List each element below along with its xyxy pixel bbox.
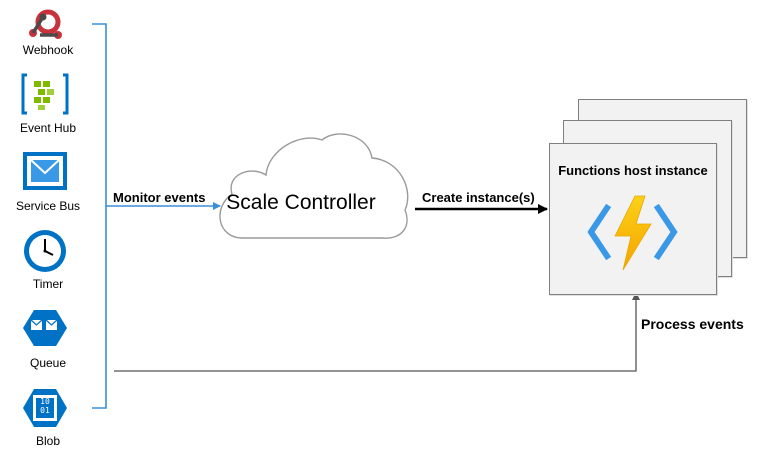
process-events-label: Process events [641, 316, 744, 332]
sources-bracket [92, 23, 107, 409]
blob-icon-digits-top: 10 [40, 397, 50, 406]
source-label-event-hub: Event Hub [19, 121, 77, 135]
blob-icon-digits-bottom: 01 [40, 406, 50, 415]
monitor-events-label: Monitor events [113, 190, 206, 205]
service-bus-icon [23, 152, 67, 190]
source-label-queue: Queue [29, 356, 67, 370]
process-events-arrow [114, 292, 640, 372]
source-label-blob: Blob [35, 434, 61, 448]
timer-icon [24, 230, 66, 272]
host-instance-title: Functions host instance [558, 163, 708, 178]
source-label-service-bus: Service Bus [15, 199, 81, 213]
queue-icon [23, 310, 67, 346]
scale-controller-cloud [219, 133, 409, 239]
create-instance-label: Create instance(s) [422, 190, 535, 205]
blob-icon-digits: 10 01 [36, 397, 54, 415]
event-hub-icon [21, 73, 69, 115]
source-label-timer: Timer [32, 277, 64, 291]
azure-functions-icon [587, 195, 678, 271]
source-label-webhook: Webhook [22, 43, 74, 57]
blob-icon [23, 389, 67, 427]
scale-controller-label: Scale Controller [226, 191, 376, 214]
webhook-icon [29, 9, 62, 39]
